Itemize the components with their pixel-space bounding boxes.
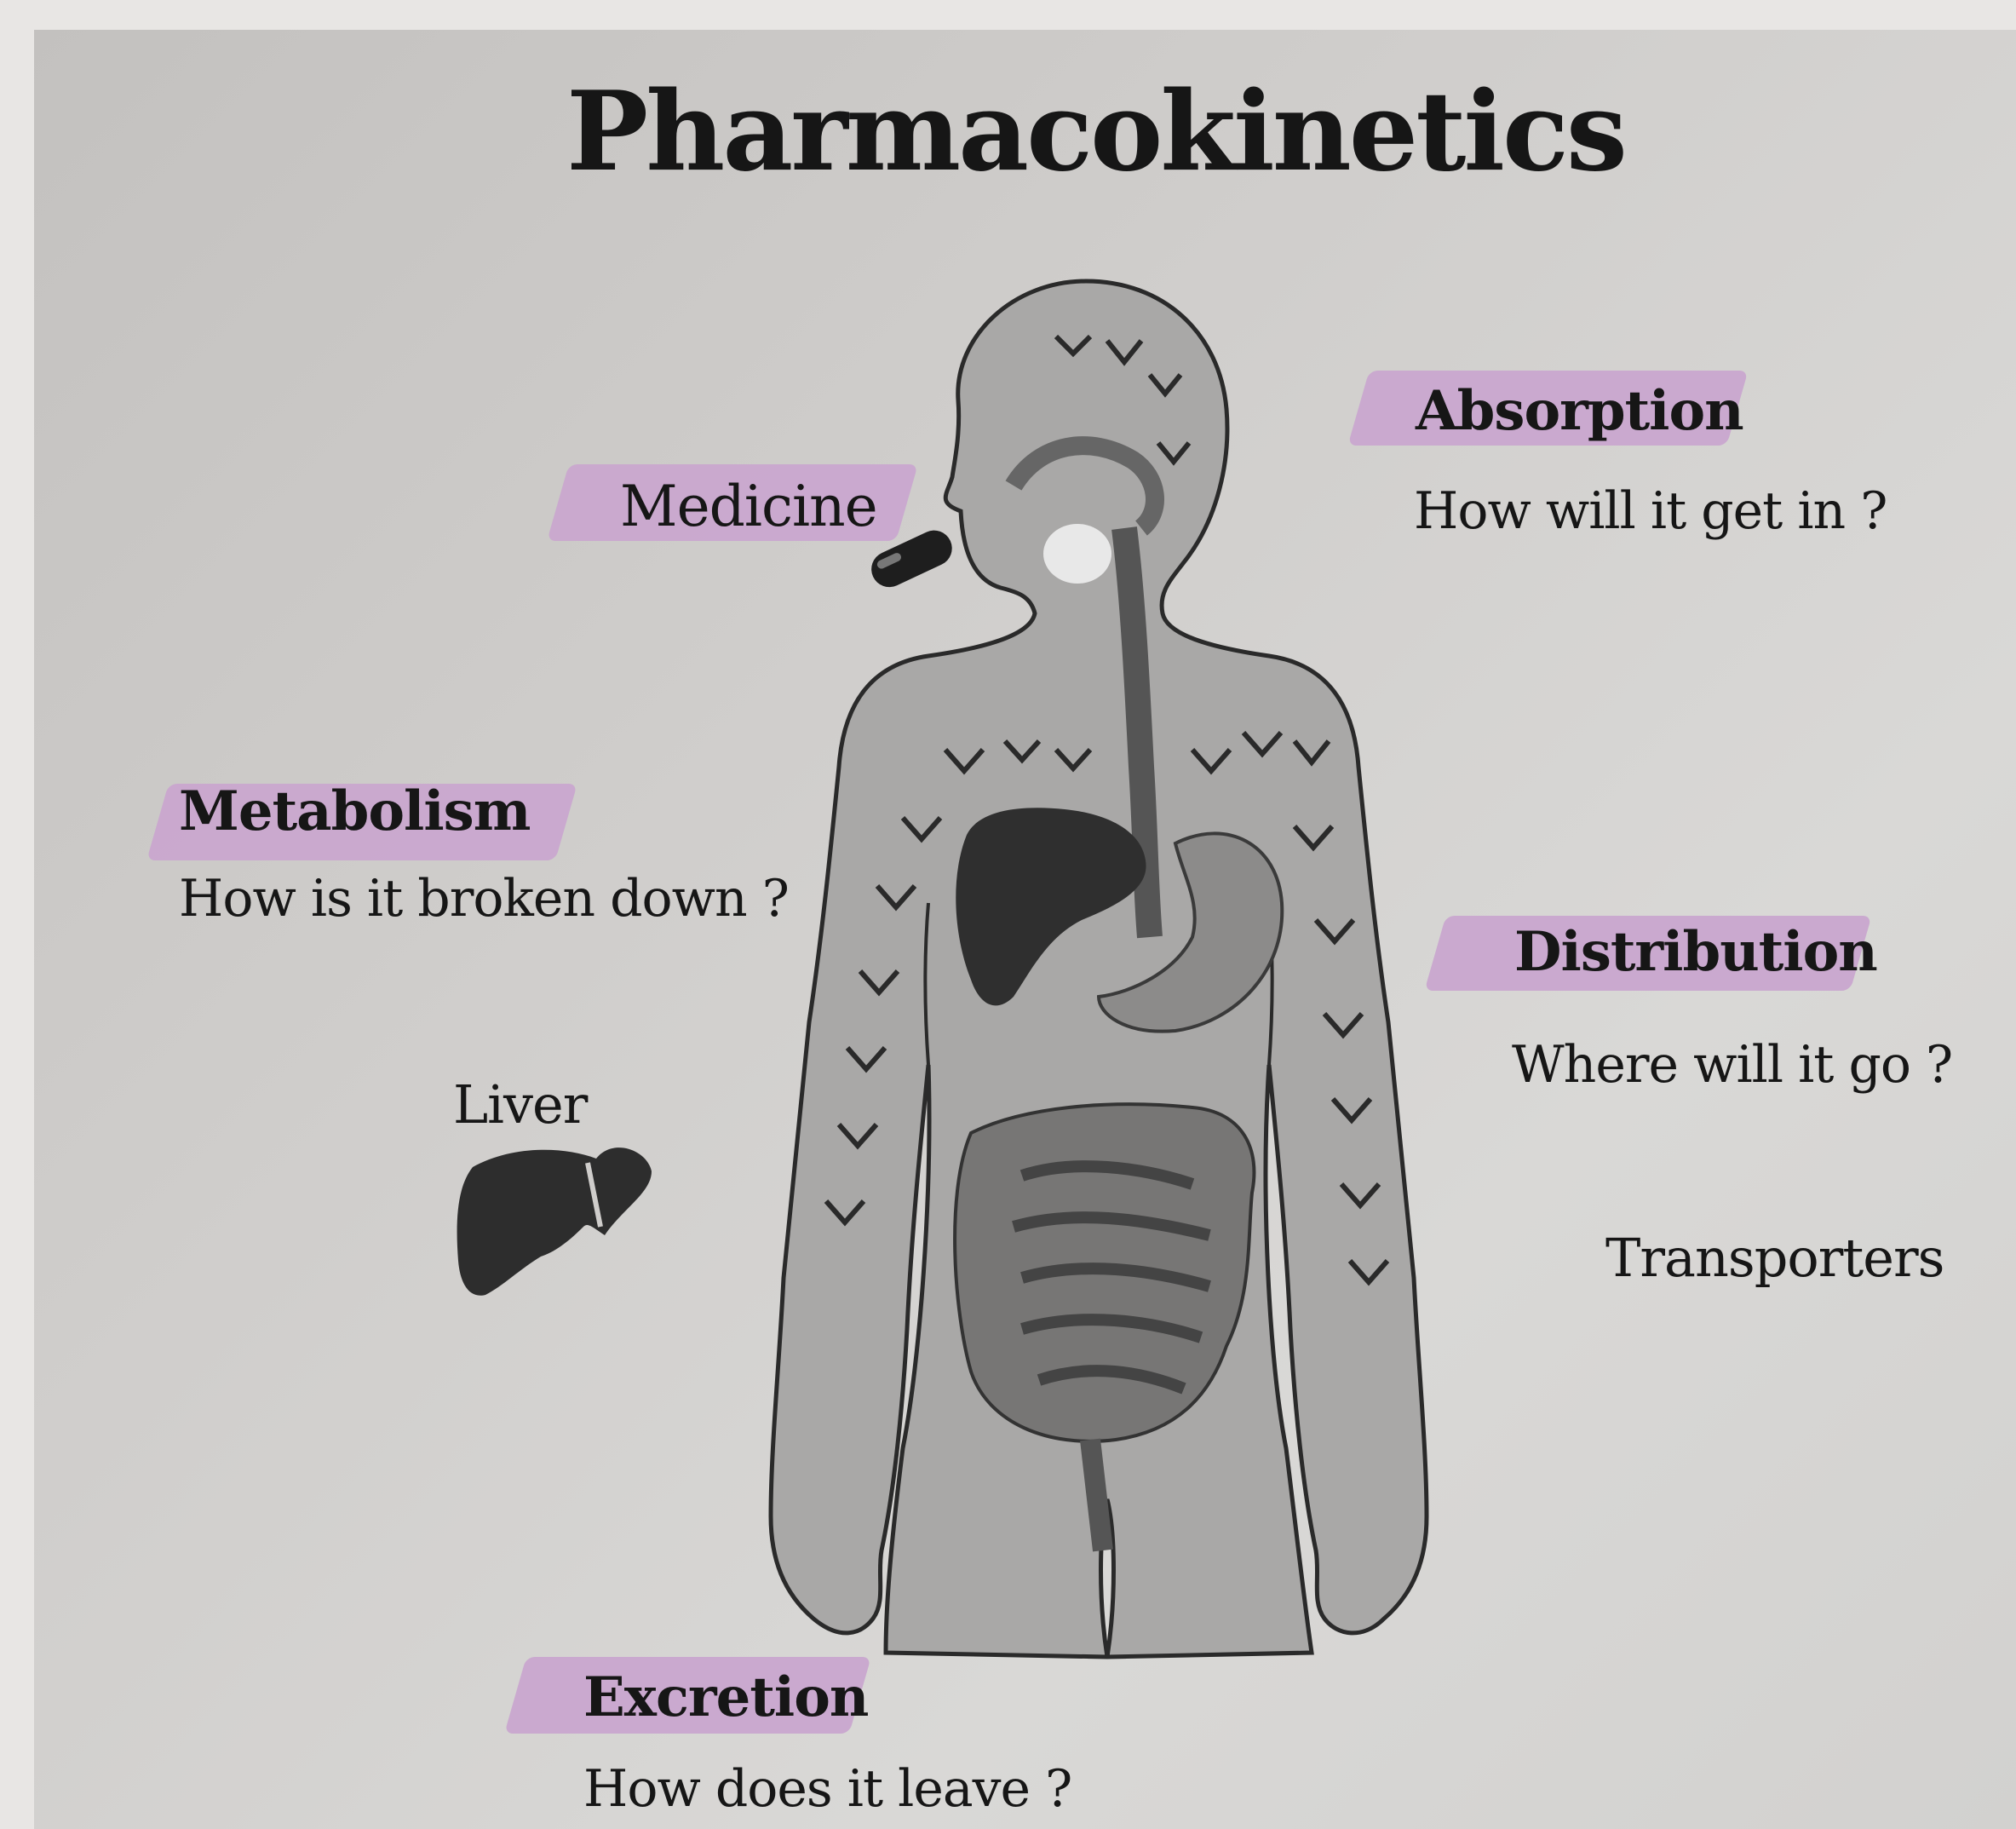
transporters-label: Transporters	[1605, 1227, 1944, 1289]
absorption-label: Absorption	[1416, 379, 1743, 443]
excretion-question: How does it leave ?	[583, 1759, 1071, 1819]
distribution-label: Distribution	[1514, 920, 1877, 984]
excretion-label: Excretion	[583, 1665, 868, 1729]
metabolism-label: Metabolism	[179, 779, 530, 843]
distribution-question: Where will it go ?	[1512, 1035, 1952, 1095]
metabolism-question: How is it broken down ?	[179, 869, 789, 929]
medicine-label: Medicine	[620, 474, 877, 539]
liver-icon	[457, 1147, 652, 1296]
liver-label: Liver	[453, 1073, 587, 1136]
absorption-question: How will it get in ?	[1414, 481, 1887, 541]
throat-highlight	[1043, 524, 1111, 584]
rectum	[1090, 1440, 1103, 1550]
diagram-title: Pharmacokinetics	[566, 68, 1625, 196]
